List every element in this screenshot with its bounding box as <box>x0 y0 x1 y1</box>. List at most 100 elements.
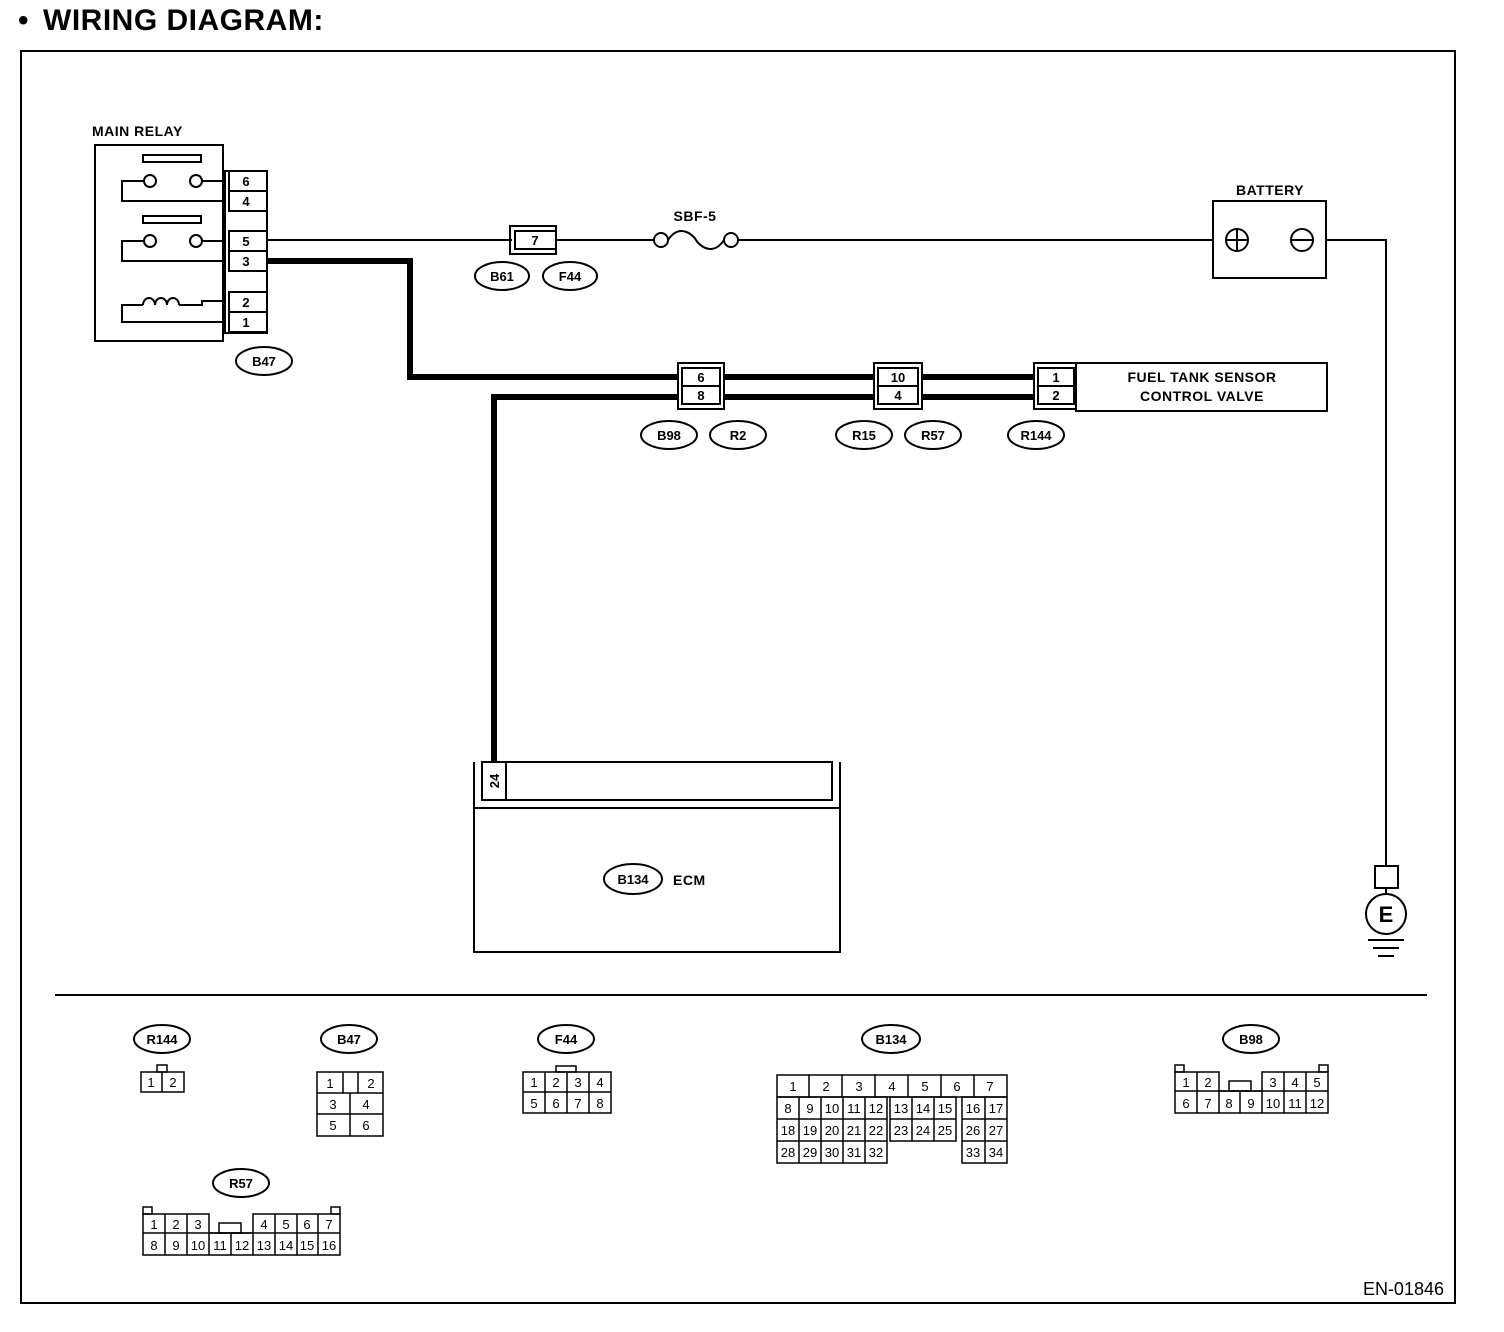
connector-pin: 3 <box>574 1075 581 1090</box>
connector-pin: 1 <box>789 1079 796 1094</box>
connector-pin: 7 <box>986 1079 993 1094</box>
connector-view-r144: R144 1 2 <box>133 1024 191 1093</box>
connector-key <box>218 1222 242 1234</box>
connector-pin: 16 <box>322 1238 336 1253</box>
connector-pin: 10 <box>825 1101 839 1116</box>
connector-view-oval <box>861 1024 921 1054</box>
connector-view-name: R144 <box>146 1032 178 1047</box>
connector-view-oval <box>537 1024 595 1054</box>
connector-pin: 3 <box>855 1079 862 1094</box>
battery-label: BATTERY <box>1236 182 1304 198</box>
connector-pin: 1 <box>326 1076 333 1091</box>
connector-oval-r15 <box>835 420 893 450</box>
connector-label-f44: F44 <box>559 269 582 284</box>
connector-pin: 33 <box>966 1145 980 1160</box>
connector-pin: 27 <box>989 1123 1003 1138</box>
ground-label: E <box>1379 902 1394 927</box>
relay-pin-label: 5 <box>242 234 249 249</box>
relay-wire <box>121 304 223 323</box>
connector-oval-r2 <box>709 420 767 450</box>
connector-pin: 2 <box>552 1075 559 1090</box>
connector-pin: 1 <box>147 1075 154 1090</box>
relay-wire <box>121 180 223 202</box>
figure-code: EN-01846 <box>1363 1279 1444 1299</box>
relay-pin-label: 2 <box>242 295 249 310</box>
ground-terminal <box>1374 865 1399 889</box>
junction-pin-label: 10 <box>891 370 905 385</box>
battery: BATTERY <box>1212 182 1327 279</box>
connector-view-b98: B98 1 2 3 4 5 6 7 8 9 10 11 12 <box>1174 1024 1329 1114</box>
connector-pin: 11 <box>1288 1096 1302 1111</box>
connector-pin: 8 <box>150 1238 157 1253</box>
relay-contact-bar <box>142 154 202 163</box>
relay-pin-cell <box>228 311 268 333</box>
connector-view-name: B98 <box>1239 1032 1263 1047</box>
connector-view-oval <box>133 1024 191 1054</box>
connector-pin: 31 <box>847 1145 861 1160</box>
valve-pin-cell <box>1037 385 1075 405</box>
connector-block-left <box>776 1096 888 1164</box>
connector-pin: 7 <box>574 1096 581 1111</box>
connector-view-name: F44 <box>555 1032 578 1047</box>
junction-pin-cell <box>681 385 721 405</box>
connector-oval-b134 <box>603 863 663 895</box>
connector-pin: 20 <box>825 1123 839 1138</box>
connector-view-name: B134 <box>875 1032 907 1047</box>
connector-pin: 12 <box>235 1238 249 1253</box>
ecm-label: ECM <box>673 872 706 888</box>
page-heading: •WIRING DIAGRAM: <box>18 4 324 38</box>
connector-pin: 9 <box>806 1101 813 1116</box>
connector-pin: 12 <box>869 1101 883 1116</box>
ground-point: E <box>1365 865 1407 957</box>
wire-ecm-to-valve-pin2 <box>491 394 678 762</box>
connector-pin: 12 <box>1310 1096 1324 1111</box>
connector-view-oval <box>1222 1024 1280 1054</box>
connector-pin: 1 <box>1182 1075 1189 1090</box>
fuse-terminal <box>653 232 669 248</box>
connector-pin: 29 <box>803 1145 817 1160</box>
fuse-element <box>667 230 725 250</box>
connector-view-r57: R57 1 2 3 4 5 6 7 8 9 10 11 12 13 14 15 … <box>142 1168 341 1256</box>
main-relay-label: MAIN RELAY <box>92 123 183 139</box>
junction-r15-r57: 10 4 R15 R57 <box>835 362 962 450</box>
fuse-connector-pin-label: 7 <box>531 233 538 248</box>
connector-oval-r57 <box>904 420 962 450</box>
connector-pin: 28 <box>781 1145 795 1160</box>
connector-pin: 11 <box>847 1101 861 1116</box>
connector-label-b47: B47 <box>252 354 276 369</box>
connector-latch <box>555 1065 577 1073</box>
connector-pin: 2 <box>172 1217 179 1232</box>
connector-pin: 6 <box>362 1118 369 1133</box>
connector-pin: 15 <box>300 1238 314 1253</box>
connector-pin: 24 <box>916 1123 930 1138</box>
connector-latch <box>142 1206 153 1215</box>
connector-oval-b47 <box>235 346 293 376</box>
connector-pin: 14 <box>916 1101 930 1116</box>
connector-pin: 22 <box>869 1123 883 1138</box>
connector-pin: 3 <box>194 1217 201 1232</box>
connector-label-r2: R2 <box>730 428 747 443</box>
connector-pin: 7 <box>325 1217 332 1232</box>
connector-pin: 1 <box>530 1075 537 1090</box>
connector-pin: 8 <box>596 1096 603 1111</box>
connector-pin: 2 <box>169 1075 176 1090</box>
diagram-frame <box>20 50 1456 1304</box>
connector-pin: 1 <box>150 1217 157 1232</box>
ecm-pin-label: 24 <box>487 773 502 788</box>
relay-contact-terminal <box>189 234 203 248</box>
connector-pin: 7 <box>1204 1096 1211 1111</box>
fuse-connector: 7 B61 F44 <box>474 225 598 291</box>
connector-pin: 9 <box>1247 1096 1254 1111</box>
junction-pin-label: 4 <box>894 388 902 403</box>
relay-coil <box>142 297 180 306</box>
fuse-label: SBF-5 <box>674 208 717 224</box>
connector-pin: 3 <box>329 1097 336 1112</box>
connector-pin: 10 <box>1266 1096 1280 1111</box>
connector-pin: 5 <box>1313 1075 1320 1090</box>
wires <box>267 239 1387 866</box>
connector-view-oval <box>212 1168 270 1198</box>
ground-circle <box>1365 893 1407 935</box>
connector-latch <box>330 1206 341 1215</box>
connector-pin: 25 <box>938 1123 952 1138</box>
